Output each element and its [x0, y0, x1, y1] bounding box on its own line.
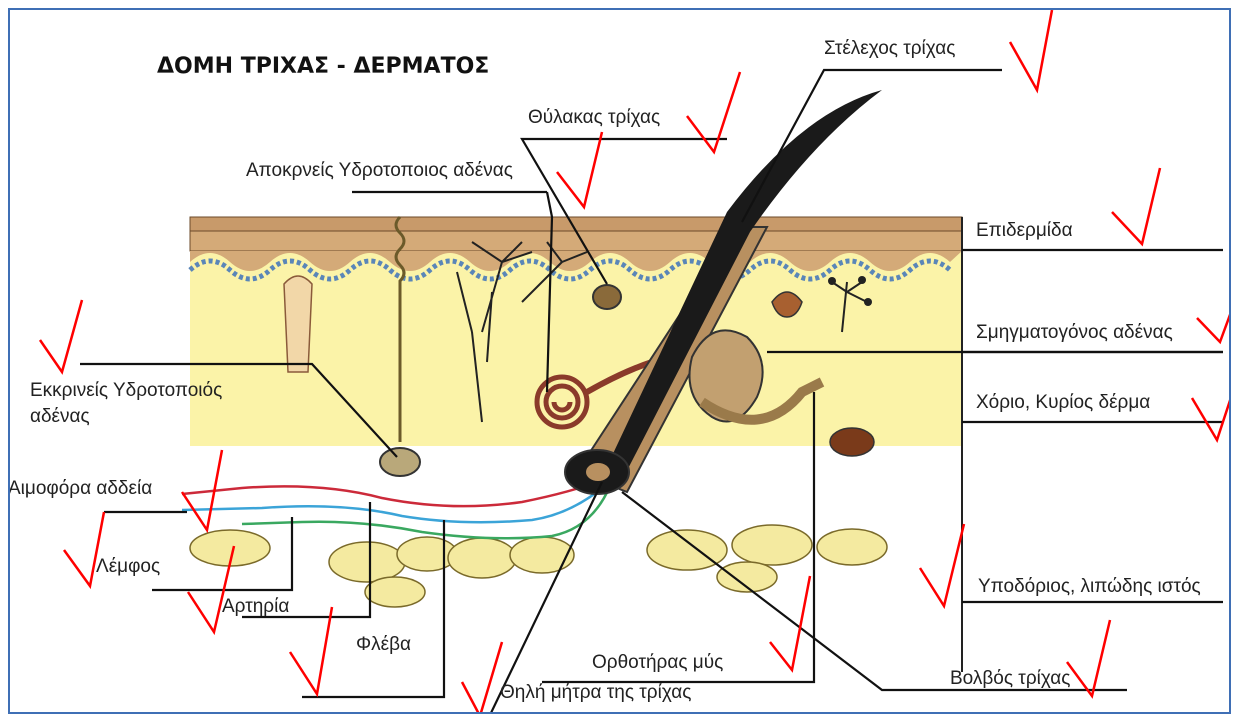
label-arrector-muscle: Ορθοτήρας μύς [592, 652, 723, 674]
label-hair-papilla: Θηλή μήτρα της τρίχας [500, 682, 691, 704]
epidermis-top-band [190, 217, 962, 231]
label-dermis: Χόριο, Κυρίος δέρμα [976, 392, 1150, 414]
checkmark-icon [557, 132, 602, 207]
label-blood-vessel: Αιμοφόρα αδδεία [8, 478, 152, 500]
checkmark-icon [40, 300, 82, 372]
diagram-frame: ΔΟΜΗ ΤΡΙΧΑΣ - ΔΕΡΜΑΤΟΣ Στέλεχος τρίχας Θ… [8, 8, 1231, 714]
label-eccrine-gland-line1: Εκκρινείς Υδροτοποιός [30, 380, 222, 402]
label-hair-shaft: Στέλεχος τρίχας [824, 38, 955, 60]
eccrine-coil [380, 448, 420, 476]
label-eccrine-gland-line2: αδένας [30, 406, 90, 428]
checkmark-icon [1010, 10, 1052, 90]
checkmark-icon [1067, 620, 1110, 696]
checkmark-icon [1197, 282, 1231, 342]
label-sebaceous-gland: Σμηγματογόνος αδένας [976, 322, 1173, 344]
label-artery: Αρτηρία [222, 596, 289, 618]
label-hair-follicle: Θύλακας τρίχας [528, 107, 660, 129]
diagram-title: ΔΟΜΗ ΤΡΙΧΑΣ - ΔΕΡΜΑΤΟΣ [157, 54, 489, 79]
label-epidermis: Επιδερμίδα [976, 220, 1073, 242]
label-lymph: Λέμφος [96, 556, 160, 578]
label-hair-bulb: Βολβός τρίχας [950, 668, 1070, 690]
label-subcutaneous: Υποδόριος, λιπώδης ιστός [978, 576, 1201, 598]
label-apocrine-gland: Αποκρνείς Υδροτοποιος αδένας [246, 160, 513, 182]
checkmark-icon [1112, 168, 1160, 244]
epidermis-band [190, 231, 962, 251]
checkmark-icon [1192, 364, 1231, 440]
dermal-papilla [284, 276, 312, 372]
label-vein: Φλέβα [356, 634, 411, 656]
